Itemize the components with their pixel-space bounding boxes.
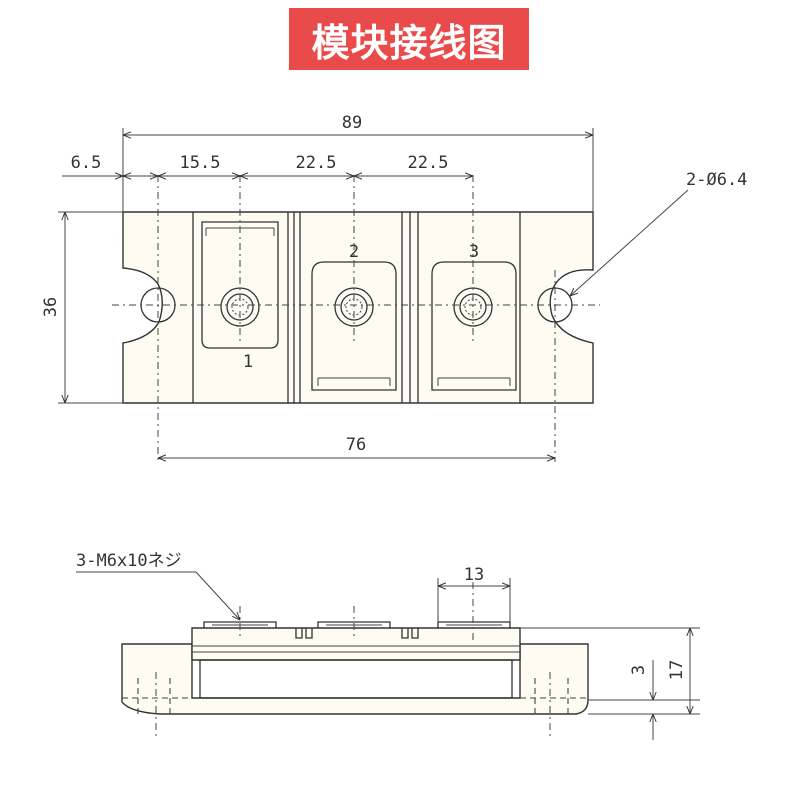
screw-callout: 3-M6x10ネジ [76, 551, 182, 571]
terminal-label-2: 2 [349, 242, 359, 262]
dim-overall-length: 89 [342, 113, 362, 133]
dim-base-thickness: 3 [629, 665, 649, 675]
housing-rib [295, 628, 313, 639]
dim-hole-to-terminal1: 15.5 [180, 153, 221, 173]
housing-rib [401, 628, 419, 639]
side-view: 3-M6x10ネジ 13 17 3 [76, 551, 700, 740]
dim-terminal-width: 13 [464, 565, 484, 585]
terminal-label-1: 1 [243, 352, 253, 372]
screw-callout-leader [195, 571, 240, 620]
top-view: 89 6.5 15.5 22.5 22.5 36 76 2-Ø6.4 1 2 3 [41, 113, 747, 462]
diagram-title: 模块接线图 [289, 8, 529, 70]
base-plate [121, 643, 589, 715]
hole-callout-leader [570, 189, 689, 296]
dim-hole-spacing: 76 [346, 435, 366, 455]
dim-pitch-1-2: 22.5 [296, 153, 337, 173]
dim-total-height: 17 [667, 660, 687, 680]
dim-pitch-2-3: 22.5 [408, 153, 449, 173]
terminal-label-3: 3 [469, 242, 479, 262]
terminal-screw-head-3 [437, 621, 511, 628]
dim-height: 36 [41, 297, 61, 317]
housing-lower [199, 659, 513, 699]
terminal-2-pad [311, 261, 397, 391]
terminal-3-pad [431, 261, 517, 391]
hole-callout: 2-Ø6.4 [686, 170, 747, 190]
housing-side [191, 627, 521, 661]
dim-edge-to-hole: 6.5 [71, 153, 102, 173]
